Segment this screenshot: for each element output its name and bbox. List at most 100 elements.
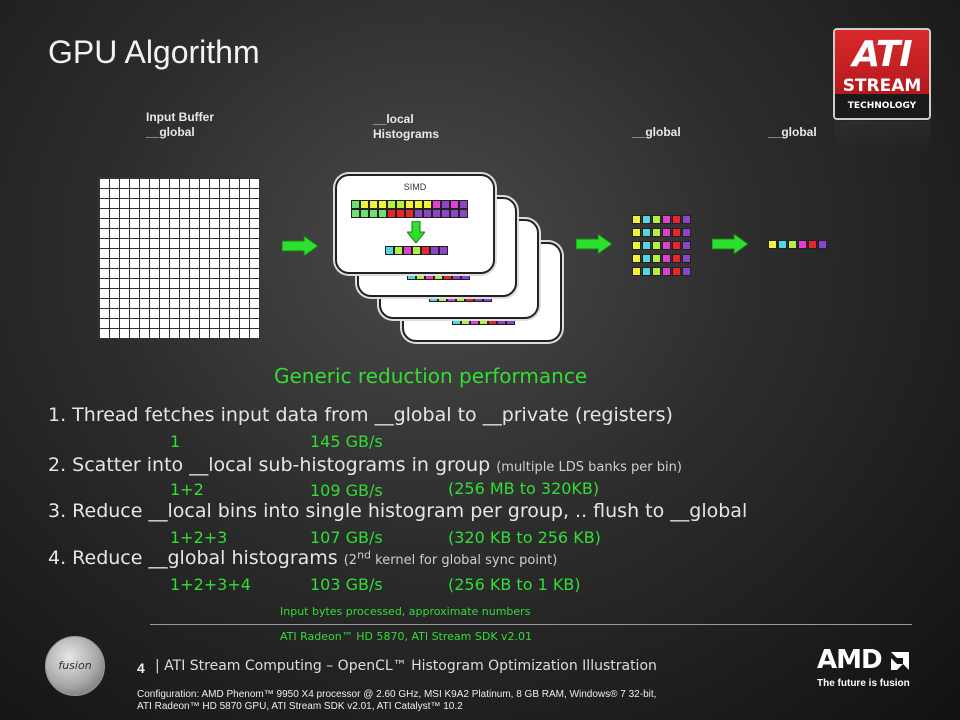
logo-reflection [835, 121, 931, 151]
histogram-cell [423, 200, 432, 209]
input-buffer-label-line2: __global [146, 125, 195, 139]
input-buffer-grid [98, 177, 260, 339]
arrow-right-icon [282, 236, 318, 256]
step-3-combo: 1+2+3 [170, 528, 228, 547]
histogram-cell [788, 240, 797, 249]
step-1-label: 1. Thread fetches input data from __glob… [48, 404, 673, 426]
histogram-cell [682, 254, 691, 263]
histogram-cell [387, 209, 396, 218]
configuration-line-1: Configuration: AMD Phenom™ 9950 X4 proce… [137, 689, 657, 700]
configuration-line-2: ATI Radeon™ HD 5870 GPU, ATI Stream SDK … [137, 701, 463, 712]
histogram-cell [450, 209, 459, 218]
histogram-cell [369, 200, 378, 209]
step-4-note: (2nd kernel for global sync point) [343, 549, 558, 568]
histogram-cell [682, 228, 691, 237]
arrow-right-icon [576, 234, 612, 254]
configuration-note: Configuration: AMD Phenom™ 9950 X4 proce… [137, 689, 656, 713]
histogram-cell [412, 246, 421, 255]
step-2-size: (256 MB to 320KB) [448, 479, 600, 498]
step-4-label: 4. Reduce __global histograms [48, 547, 344, 569]
global-label-2: __global [768, 125, 817, 139]
fusion-logo: fusion [45, 636, 105, 696]
histogram-cell [441, 209, 450, 218]
histogram-cell [652, 254, 661, 263]
step-2-text: 2. Scatter into __local sub-histograms i… [48, 454, 682, 476]
ati-stream-logo: ATI STREAM TECHNOLOGY [833, 28, 931, 120]
simd-card: SIMD [335, 174, 495, 274]
amd-logo: AMD The future is fusion [817, 645, 917, 692]
step-3-rate: 107 GB/s [310, 528, 383, 547]
histogram-cell [652, 215, 661, 224]
histogram-cell [662, 254, 671, 263]
histogram-cell [818, 240, 827, 249]
histogram-cell [405, 209, 414, 218]
step-4-text: 4. Reduce __global histograms (2nd kerne… [48, 547, 557, 569]
step-1-text: 1. Thread fetches input data from __glob… [48, 404, 673, 426]
histogram-cell [682, 215, 691, 224]
step-4-size: (256 KB to 1 KB) [448, 575, 581, 594]
input-buffer-label-line1: Input Buffer [146, 110, 214, 124]
fusion-logo-text: fusion [58, 659, 92, 672]
histogram-cell [441, 200, 450, 209]
histogram-cell [432, 209, 441, 218]
histogram-cell [351, 209, 360, 218]
histogram-cell [459, 209, 468, 218]
arrow-right-icon [712, 234, 748, 254]
histogram-cell [662, 267, 671, 276]
histogram-cell [652, 228, 661, 237]
local-histograms-label-line1: __local [373, 112, 414, 126]
footnote-hardware: ATI Radeon™ HD 5870, ATI Stream SDK v2.0… [280, 630, 533, 643]
footer-title: | ATI Stream Computing – OpenCL™ Histogr… [155, 658, 657, 674]
histogram-cell [394, 246, 403, 255]
histogram-cell [808, 240, 817, 249]
histogram-cell [672, 267, 681, 276]
step-4-note-pre: (2 [343, 553, 358, 568]
histogram-cell [682, 267, 691, 276]
histogram-cell [662, 241, 671, 250]
histogram-cell [360, 200, 369, 209]
simd-label: SIMD [403, 182, 427, 192]
histogram-cell [662, 215, 671, 224]
step-2-note: (multiple LDS banks per bin) [496, 460, 682, 475]
histogram-cell [642, 228, 651, 237]
histogram-cell [351, 200, 360, 209]
histogram-cell [632, 254, 641, 263]
ati-logo-text: ATI [852, 34, 912, 75]
histogram-cell [421, 246, 430, 255]
histogram-cell [632, 267, 641, 276]
step-1-rate: 145 GB/s [310, 432, 383, 451]
histogram-cell [652, 267, 661, 276]
footnote-input-bytes: Input bytes processed, approximate numbe… [280, 605, 531, 618]
histogram-cell [396, 200, 405, 209]
histogram-cell [632, 228, 641, 237]
histogram-cell [642, 267, 651, 276]
local-histograms-label: __local Histograms [373, 112, 439, 142]
global-label-1: __global [632, 125, 681, 139]
step-4-rate: 103 GB/s [310, 575, 383, 594]
histogram-cell [360, 209, 369, 218]
footer-divider [150, 624, 912, 625]
amd-arrow-icon [891, 652, 909, 670]
histogram-cell [385, 246, 394, 255]
histogram-cell [682, 241, 691, 250]
histogram-cell [387, 200, 396, 209]
histogram-cell [642, 254, 651, 263]
amd-logo-text: AMD [817, 645, 883, 675]
histogram-cell [632, 241, 641, 250]
histogram-cell [672, 241, 681, 250]
histogram-cell [450, 200, 459, 209]
step-3-size: (320 KB to 256 KB) [448, 528, 601, 547]
step-2-rate: 109 GB/s [310, 481, 383, 500]
histogram-cell [459, 200, 468, 209]
histogram-cell [405, 200, 414, 209]
section-subtitle: Generic reduction performance [274, 364, 588, 388]
histogram-cell [642, 241, 651, 250]
histogram-cell [432, 200, 441, 209]
input-buffer-label: Input Buffer __global [146, 110, 214, 140]
histogram-cell [403, 246, 412, 255]
histogram-cell [672, 215, 681, 224]
histogram-cell [423, 209, 432, 218]
histogram-cell [768, 240, 777, 249]
histogram-cell [369, 209, 378, 218]
histogram-cell [672, 254, 681, 263]
